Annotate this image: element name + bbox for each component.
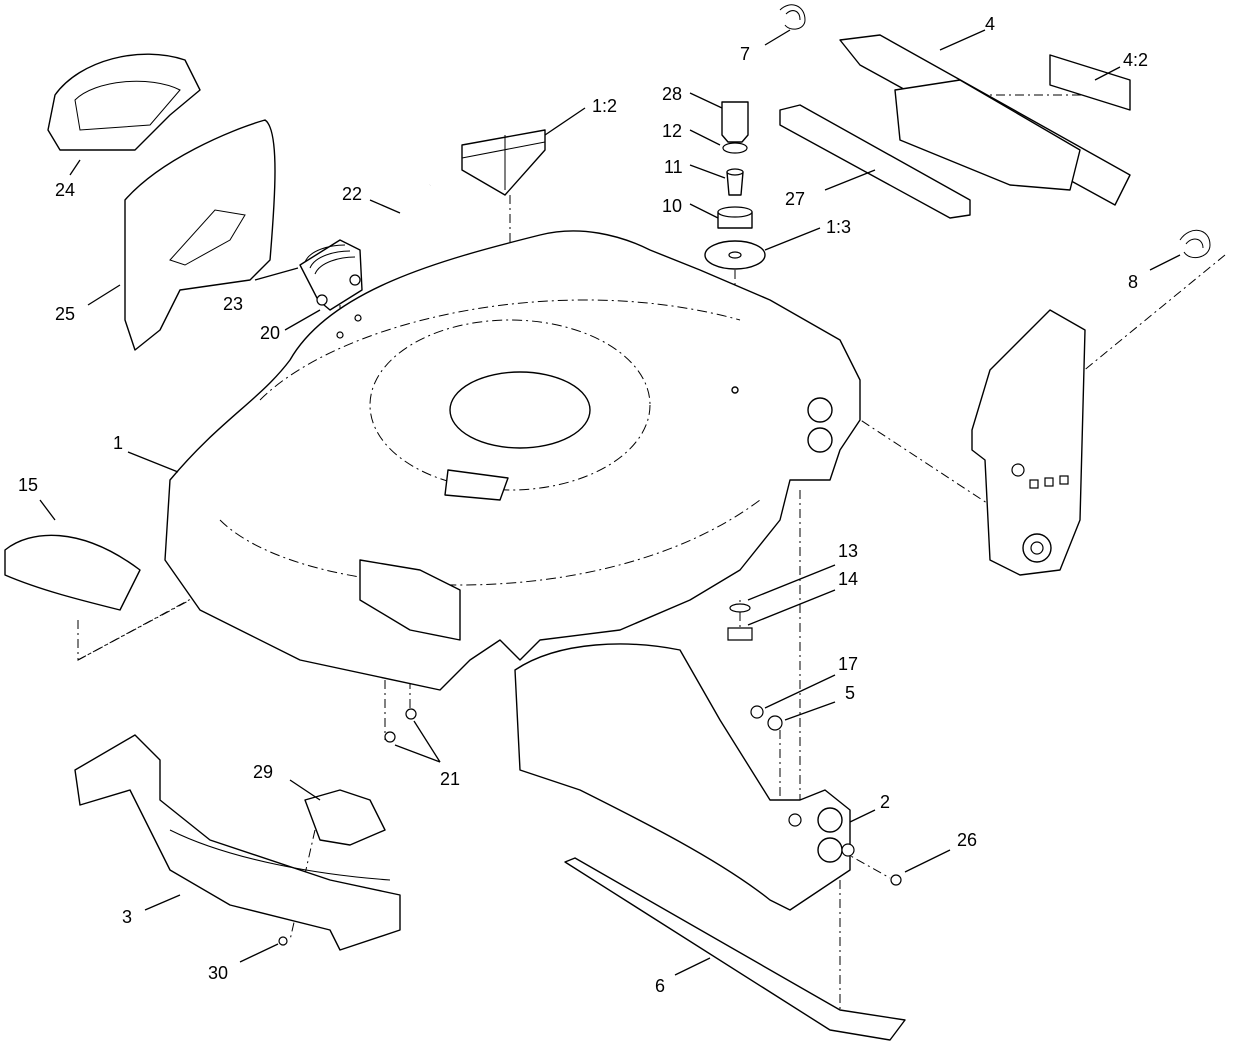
callout-1: 1 <box>113 433 123 453</box>
adjuster-stack <box>704 101 766 270</box>
callout-2: 2 <box>880 792 890 812</box>
callout-17: 17 <box>838 654 858 674</box>
callout-14: 14 <box>838 569 858 589</box>
side-bracket <box>971 309 1086 576</box>
hardware <box>278 603 902 946</box>
callout-21: 21 <box>440 769 460 789</box>
callout-13: 13 <box>838 541 858 561</box>
handle-bracket <box>47 53 201 151</box>
callout-25: 25 <box>55 304 75 324</box>
callout-11: 11 <box>664 157 683 177</box>
assembly-lines <box>77 94 1226 1010</box>
axle-assembly <box>779 4 1211 259</box>
callout-22: 22 <box>342 184 362 204</box>
callout-3: 3 <box>122 907 132 927</box>
deck-decal <box>461 129 546 196</box>
callout-27: 27 <box>785 189 805 209</box>
callout-4-2: 4:2 <box>1123 50 1148 70</box>
callout-29: 29 <box>253 762 273 782</box>
wear-pad <box>304 789 386 846</box>
callout-8: 8 <box>1128 272 1138 292</box>
callout-6: 6 <box>655 976 665 996</box>
callout-7: 7 <box>740 44 750 64</box>
label-decal <box>4 534 141 611</box>
callout-labels: 1 1:2 1:3 2 3 4 4:2 5 6 7 8 10 11 12 13 … <box>18 14 1148 996</box>
callout-1-3: 1:3 <box>826 217 851 237</box>
callout-15: 15 <box>18 475 38 495</box>
rear-guard <box>74 734 401 951</box>
callout-1-2: 1:2 <box>592 96 617 116</box>
callout-4: 4 <box>985 14 995 34</box>
chute-rod <box>564 857 906 1041</box>
callout-12: 12 <box>662 121 682 141</box>
spring-assembly <box>299 184 431 339</box>
callout-26: 26 <box>957 830 977 850</box>
callout-20: 20 <box>260 323 280 343</box>
callout-24: 24 <box>55 180 75 200</box>
callout-30: 30 <box>208 963 228 983</box>
callout-23: 23 <box>223 294 243 314</box>
leader-lines <box>39 29 1181 976</box>
rear-flap <box>124 119 276 351</box>
callout-10: 10 <box>662 196 682 216</box>
callout-5: 5 <box>845 683 855 703</box>
discharge-housing <box>514 643 855 911</box>
callout-28: 28 <box>662 84 682 104</box>
mower-deck <box>164 230 861 691</box>
